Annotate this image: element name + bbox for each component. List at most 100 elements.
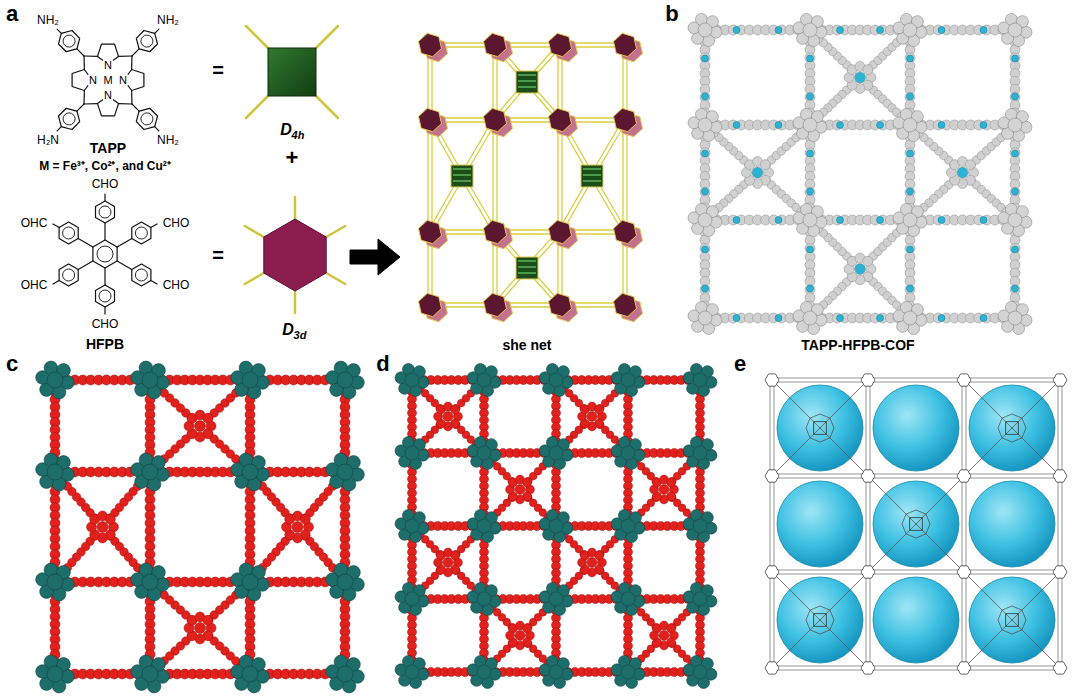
porphyrin-core (195, 421, 206, 432)
porphyrin-atom (667, 478, 676, 487)
node-atom (47, 464, 63, 480)
nitrogen-atom (1012, 55, 1019, 62)
linker-arm (294, 291, 297, 313)
net-hexagon (419, 108, 442, 131)
aromatic-circle (141, 35, 153, 47)
nitrogen-atom (733, 122, 740, 129)
net-square-stripe (518, 260, 536, 262)
nitrogen-atom (938, 315, 945, 322)
node-atom (698, 23, 712, 37)
nitrogen-atom (807, 55, 814, 62)
net-edge (496, 120, 497, 232)
aromatic-circle (99, 206, 111, 218)
bond-line (57, 127, 61, 131)
node-atom (621, 592, 635, 606)
bond-line (119, 103, 133, 105)
porphyrin-core (443, 412, 453, 422)
net-hexagon (484, 220, 507, 243)
node-atom (142, 574, 158, 590)
phenyl-ring (59, 264, 78, 286)
net-square-stripe (518, 86, 536, 88)
node-atom (903, 118, 917, 132)
linker-atom (805, 148, 815, 158)
net-square-stripe (453, 180, 471, 182)
nitrogen-atom (775, 217, 782, 224)
porphyrin-atom (965, 160, 975, 170)
linker-atom (905, 243, 915, 253)
porphyrin-atom (451, 551, 460, 560)
porphyrin-atom (203, 413, 213, 423)
porphyrin-core (97, 522, 108, 533)
net-square (516, 257, 538, 279)
node-atom (803, 311, 817, 325)
nitrogen-atom (837, 122, 844, 129)
node-atom (477, 519, 491, 533)
nitrogen-atom (980, 27, 987, 34)
nitrogen-atom (1012, 150, 1019, 157)
node-atom (405, 665, 419, 679)
node-atom (142, 464, 158, 480)
net-hexagon (549, 33, 572, 56)
porphyrin-atom (451, 405, 460, 414)
node-atom (621, 665, 635, 679)
node-atom (903, 213, 917, 227)
nitrogen-atom (775, 122, 782, 129)
net-hexagon (614, 293, 637, 316)
bond-line (104, 194, 105, 201)
node-atom (142, 666, 158, 682)
node-atom (549, 446, 563, 460)
node-atom (142, 372, 158, 388)
linker-atom (700, 243, 710, 253)
node-atom (903, 311, 917, 325)
phenyl-ring (132, 264, 151, 286)
nitrogen-atom (980, 122, 987, 129)
porphyrin-atom (595, 405, 604, 414)
node-atom (477, 446, 491, 460)
porphyrin-core (515, 485, 525, 495)
bond-line (104, 268, 105, 285)
net-edge (431, 120, 432, 232)
net-edge (626, 120, 627, 232)
net-hexagon (484, 108, 507, 131)
node-atom (405, 592, 419, 606)
nitrogen-atom (907, 93, 914, 100)
nitrogen-atom (938, 27, 945, 34)
porphyrin-core (587, 558, 597, 568)
porphyrin-atom (667, 624, 676, 633)
porphyrin-atom (523, 624, 532, 633)
bond-line (53, 281, 59, 285)
nitrogen-atom (702, 93, 709, 100)
nitrogen-atom (807, 188, 814, 195)
porphyrin-core (292, 522, 303, 533)
nitrogen-atom (980, 315, 987, 322)
aromatic-circle (99, 290, 111, 302)
node-atom (405, 519, 419, 533)
net-hexagon (484, 293, 507, 316)
linker-atom (905, 53, 915, 63)
node-atom (405, 373, 419, 387)
net-square-stripe (583, 180, 601, 182)
porphyrin-atom (760, 160, 770, 170)
bond-line (77, 49, 84, 56)
bond-line (151, 281, 157, 285)
node-atom (337, 574, 353, 590)
net-square-stripe (518, 80, 536, 82)
nitrogen-atom (907, 188, 914, 195)
nitrogen-atom (1012, 188, 1019, 195)
nitrogen-atom (938, 122, 945, 129)
bond-line (83, 56, 85, 70)
linker-arm (326, 226, 345, 237)
net-square (516, 71, 538, 93)
linker-arm (326, 273, 345, 284)
nitrogen-atom (877, 217, 884, 224)
node-atom (47, 372, 63, 388)
net-square (451, 165, 473, 187)
nitrogen-atom (1012, 93, 1019, 100)
nitrogen-atom (807, 246, 814, 253)
linker-atom (905, 148, 915, 158)
nitrogen-atom (702, 285, 709, 292)
d3d-hexagon (264, 219, 326, 291)
node-atom (621, 446, 635, 460)
net-hexagon (549, 108, 572, 131)
node-atom (621, 373, 635, 387)
